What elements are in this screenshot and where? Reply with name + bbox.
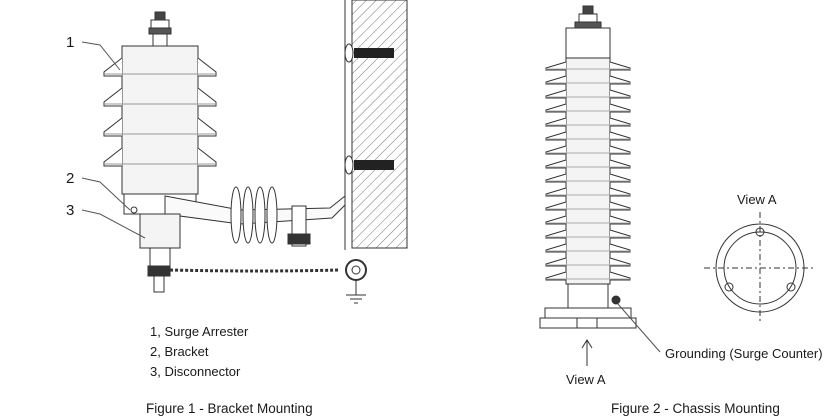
figure1-drawing — [81, 0, 408, 304]
disconnector-neck — [149, 247, 171, 267]
grounding-label: Grounding (Surge Counter) — [665, 346, 823, 361]
view-a-detail — [704, 212, 816, 324]
view-a-arrow-label: View A — [566, 372, 606, 387]
column-base — [567, 283, 609, 309]
legend-disconnector: 3, Disconnector — [150, 364, 241, 379]
callout-leaders — [81, 41, 146, 239]
legend-bracket: 2, Bracket — [150, 344, 209, 359]
wall-hatched — [351, 0, 408, 249]
wall-nut-bottom — [344, 155, 354, 175]
arrester-sheds — [103, 45, 217, 195]
arrester-column — [565, 57, 611, 285]
callout-1: 1 — [66, 34, 75, 51]
callout-3: 3 — [66, 202, 75, 219]
figure2-caption: Figure 2 - Chassis Mounting — [611, 401, 780, 416]
top-terminal — [148, 11, 172, 47]
figure2-drawing — [539, 5, 816, 366]
ground-stud — [153, 275, 165, 293]
legend-surge-arrester: 1, Surge Arrester — [150, 324, 249, 339]
view-a-detail-label: View A — [737, 192, 777, 207]
wall-nut-top — [344, 43, 354, 63]
wall-bolt-top — [354, 48, 394, 58]
view-a-arrow — [581, 339, 593, 366]
ground-cable — [169, 268, 341, 273]
bracket-insulator — [230, 186, 278, 244]
bracket-nut — [287, 233, 311, 245]
arrester-cap — [565, 27, 611, 59]
top-terminal-2 — [574, 5, 602, 29]
callout-2: 2 — [66, 170, 75, 187]
base-bolt — [130, 206, 138, 214]
grounding-stud — [611, 295, 621, 305]
base-center-block — [576, 317, 598, 329]
base-plate — [544, 307, 632, 319]
figure1-caption: Figure 1 - Bracket Mounting — [146, 401, 313, 416]
grounding-leader — [617, 303, 661, 353]
ground-nut — [147, 265, 171, 277]
wall-bolt-bottom — [354, 160, 394, 170]
column-sheds — [545, 61, 631, 281]
disconnector-body — [139, 213, 181, 249]
